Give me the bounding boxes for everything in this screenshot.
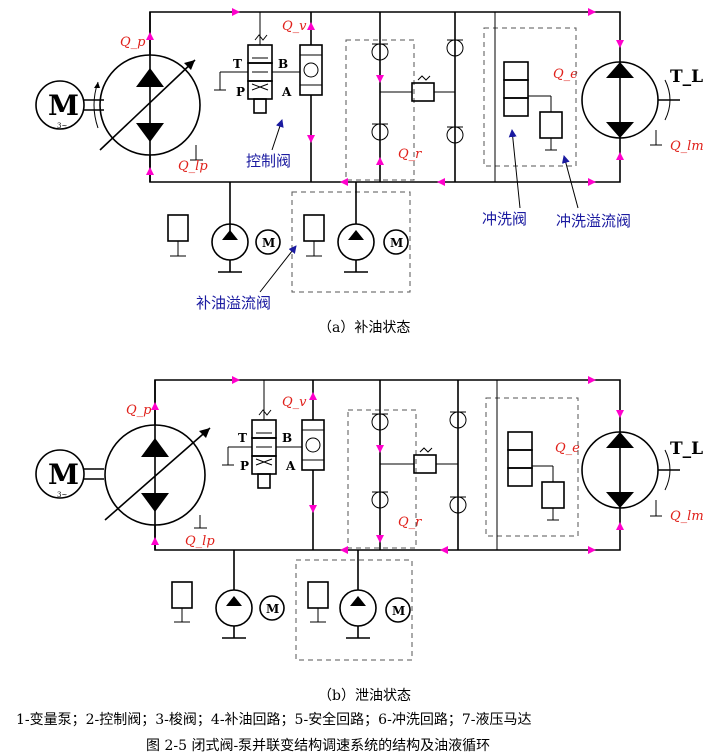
qlp-label-a: Q_lp [178,159,208,174]
flush-valve-a [503,61,529,81]
charge-pump-a2 [337,223,375,261]
flush-valve-b [507,431,533,451]
flow-arrow-a1 [146,32,154,40]
control-valve-a: T B P A [214,12,300,114]
qlm-label-b: Q_lm [670,509,704,524]
svg-text:T: T [233,57,242,71]
caption-a: （a）补油状态 [318,320,410,336]
charge-relief-valve-label-a: 补油溢流阀 [196,294,271,312]
figure-title: 图 2-5 闭式阀-泵并联变结构调速系统的结构及油液循环 [146,738,490,754]
qlp-label-b: Q_lp [185,534,215,549]
electric-motor-a [35,80,85,130]
component-legend: 1-变量泵；2-控制阀；3-梭阀；4-补油回路；5-安全回路；6-冲洗回路；7-… [16,711,531,728]
svg-text:M: M [390,236,403,250]
control-valve-b: T B P A [222,380,302,489]
charge-circuit-box-b [347,409,417,549]
charge-pump-b1 [215,589,253,627]
torque-label-a: T_L [670,67,703,87]
safety-valve-b [413,454,437,474]
main-loop-a [149,11,621,183]
qe-label-a: Q_e [553,67,578,82]
flush-valve-label-a: 冲洗阀 [482,210,527,228]
svg-text:M: M [262,236,275,250]
qp-label-b: Q_p [126,403,152,418]
electric-motor-b [35,449,85,499]
qe-label-b: Q_e [555,441,580,456]
svg-text:P: P [236,85,245,99]
svg-text:A: A [285,459,296,473]
charge-pump-b2 [339,589,377,627]
caption-b: （b）泄油状态 [318,688,411,704]
motor-label-a: M [48,89,79,122]
flush-relief-valve-b [541,481,565,509]
svg-text:A: A [281,85,292,99]
charge-circuit-lower-box-a [291,191,411,293]
flow-arrow-a2 [146,167,154,175]
flush-relief-valve-label-a: 冲洗溢流阀 [556,212,631,230]
safety-valve-a [411,82,435,102]
motor-sub-a: 3~ [57,122,67,130]
svg-text:M: M [266,602,279,616]
shuttle-valve-a [299,44,323,96]
flush-circuit-box-b [485,397,579,537]
svg-text:M: M [48,458,79,491]
qr-label-b: Q_r [398,515,422,530]
svg-text:T: T [238,431,247,445]
qv-label-b: Q_v [282,395,307,410]
svg-text:B: B [278,57,288,71]
svg-text:T_L: T_L [670,439,703,459]
svg-text:B: B [282,431,292,445]
charge-circuit-box-a [345,39,415,181]
diagram-b: M 3~ Q_p Q_lp Q_v Q_r Q_e Q_lm [35,376,704,704]
charge-circuit-lower-box-b [295,559,413,661]
qr-label-a: Q_r [398,147,422,162]
flush-circuit-box-a [483,27,577,167]
svg-text:P: P [240,459,249,473]
shuttle-valve-b [301,419,325,471]
svg-text:3~: 3~ [57,491,67,499]
qlm-label-a: Q_lm [670,139,704,154]
qv-label-a: Q_v [282,19,307,34]
svg-text:M: M [392,604,405,618]
diagram-a: M 3~ Q_p Q_lp Q_v Q_r Q_e Q_lm [35,8,704,336]
qp-label-a: Q_p [120,35,146,50]
flush-relief-valve-a [539,111,563,139]
control-valve-label-a: 控制阀 [246,152,291,170]
